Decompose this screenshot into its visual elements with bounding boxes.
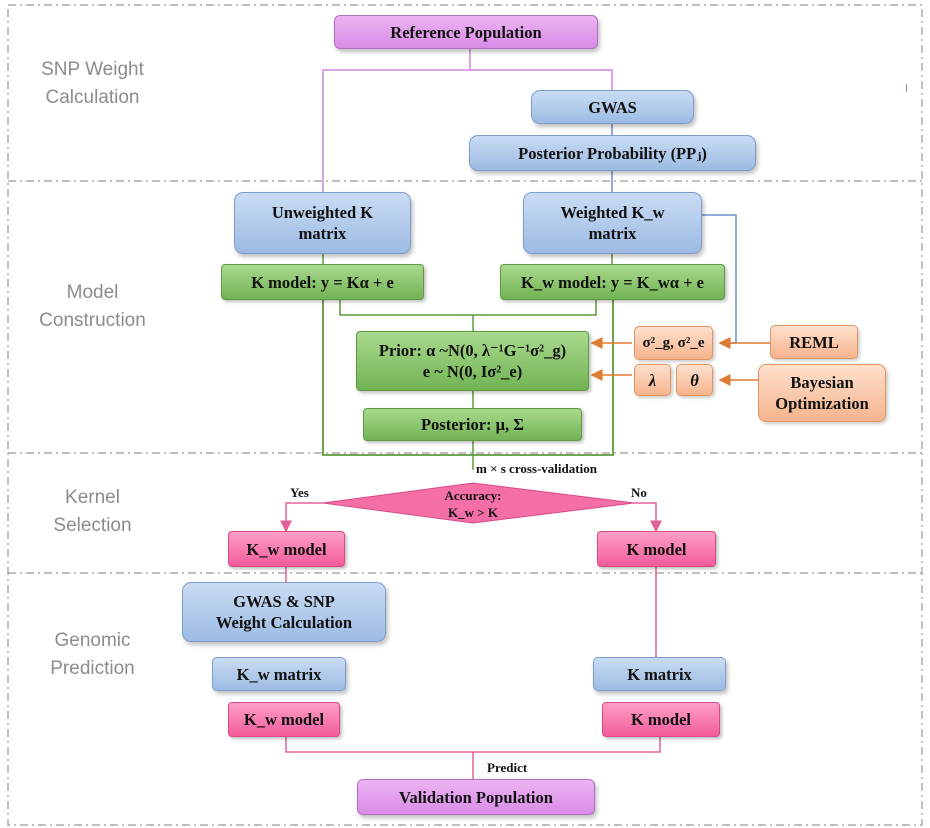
prior-line-2: e ~ N(0, Iσ²_e) (422, 362, 523, 381)
validation-population-node: Validation Population (357, 779, 595, 815)
bayesian-optimization-node: Bayesian Optimization (758, 364, 886, 422)
yes-label: Yes (290, 485, 309, 500)
k-matrix-node: K matrix (593, 657, 726, 691)
no-label: No (631, 485, 647, 500)
gwas-node: GWAS (531, 90, 694, 124)
accuracy-decision-label: Accuracy: K_w > K (444, 488, 502, 520)
kw-model-equation-node: K_w model: y = K_wα + e (500, 264, 725, 300)
variance-parameters-node: σ²_g, σ²_e (634, 326, 713, 360)
prior-line-1: Prior: α ~N(0, λ⁻¹G⁻¹σ²_g) (378, 341, 567, 360)
k-model-equation-node: K model: y = Kα + e (221, 264, 424, 300)
section-label-model-construction: Model Construction (39, 282, 146, 331)
kw-model-selected-node: K_w model (228, 531, 345, 567)
connector-green-inner (339, 300, 597, 316)
weighted-kw-matrix-node: Weighted K_w matrix (523, 192, 702, 254)
theta-node: θ (676, 364, 713, 396)
outer-border (7, 4, 923, 826)
lambda-node: λ (634, 364, 671, 396)
connector-no (634, 502, 662, 533)
section-label-snp-weight: SNP Weight Calculation (41, 59, 144, 108)
kw-matrix-node: K_w matrix (212, 657, 346, 691)
connector-green-outer (322, 300, 614, 456)
connector-yes (280, 502, 323, 533)
posterior-node: Posterior: μ, Σ (363, 408, 582, 441)
connector-to-validation (285, 737, 661, 753)
kw-model-final-node: K_w model (228, 702, 340, 737)
posterior-probability-node: Posterior Probability (PPⱼ) (469, 135, 756, 171)
section-label-kernel-selection: Kernel Selection (53, 487, 132, 536)
k-model-final-node: K model (602, 702, 720, 737)
unweighted-k-matrix-node: Unweighted K matrix (234, 192, 411, 254)
connector-ref-to-gwas (470, 69, 613, 90)
predict-label: Predict (487, 760, 528, 775)
accuracy-diamond (322, 482, 635, 524)
stray-tick-mark (906, 84, 907, 92)
connector-ref-to-unweighted (322, 49, 471, 192)
k-model-selected-node: K model (597, 531, 716, 567)
section-label-genomic-prediction: Genomic Prediction (50, 630, 135, 679)
reml-node: REML (770, 325, 858, 359)
prior-node: Prior: α ~N(0, λ⁻¹G⁻¹σ²_g) e ~ N(0, Iσ²_… (356, 331, 589, 391)
gwas-snp-weight-node: GWAS & SNP Weight Calculation (182, 582, 386, 642)
cross-validation-label: m × s cross-validation (476, 461, 597, 476)
reference-population-node: Reference Population (334, 15, 598, 49)
